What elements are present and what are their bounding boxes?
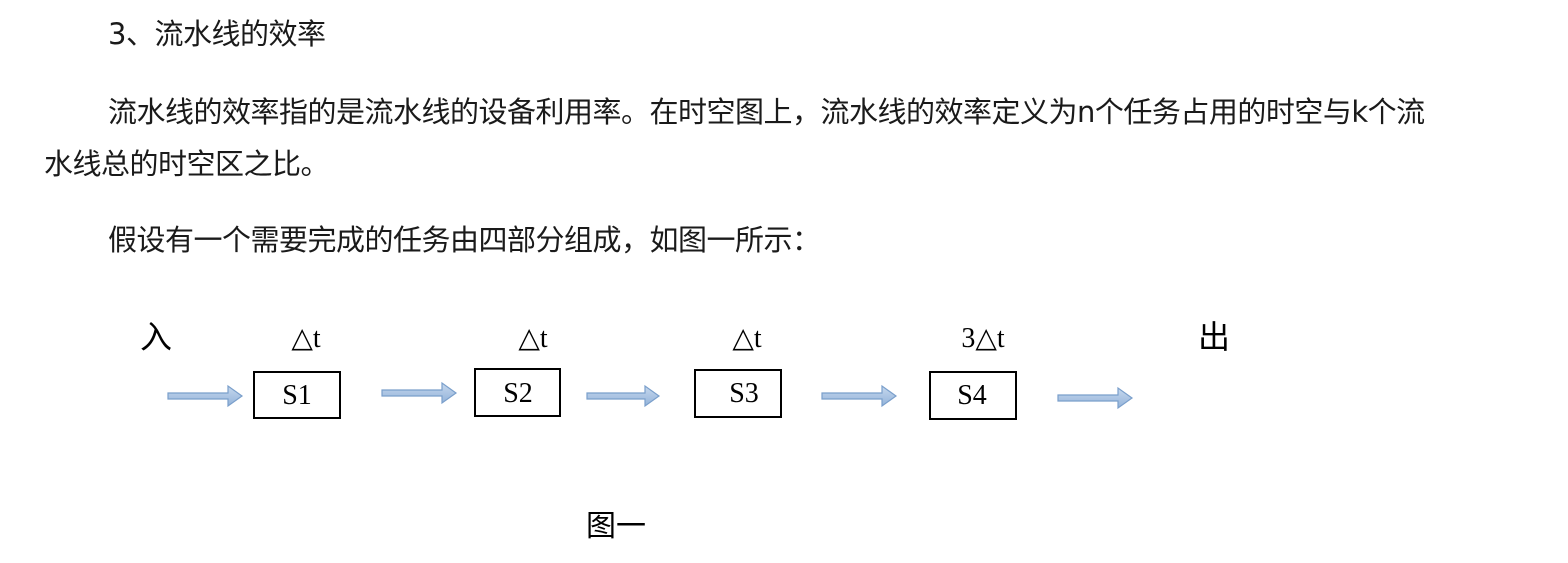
stage-s4-time: 3△t <box>961 323 1005 354</box>
stage-s1-label: S1 <box>282 380 312 411</box>
pipeline-diagram: 入 出 △t S1 △t S2 △t S3 <box>140 318 1230 544</box>
stage-s1-time: △t <box>291 323 321 354</box>
stage-s2-label: S2 <box>503 378 533 409</box>
paragraph-task-intro: 假设有一个需要完成的任务由四部分组成，如图一所示： <box>108 223 821 257</box>
pipeline-arrow-1 <box>381 381 458 405</box>
pipeline-arrow-3 <box>821 384 898 408</box>
stage-s4: 3△t S4 <box>929 323 1017 420</box>
pipeline-arrow-out <box>1057 386 1134 410</box>
paragraph-efficiency-line2: 水线总的时空区之比。 <box>44 147 330 181</box>
stage-s3-time: △t <box>732 323 762 354</box>
stage-s4-box <box>929 371 1017 420</box>
output-label: 出 <box>1198 318 1230 356</box>
stage-s1: △t S1 <box>253 323 341 419</box>
figure-caption: 图一 <box>586 509 646 544</box>
section-heading: 3、流水线的效率 <box>108 17 326 51</box>
pipeline-figure: 入 出 △t S1 △t S2 △t S3 <box>0 300 1568 563</box>
stage-s3-label: S3 <box>729 378 759 409</box>
stage-s4-label: S4 <box>957 380 987 411</box>
stage-s3-box <box>694 369 782 418</box>
pipeline-arrow-2 <box>586 384 661 408</box>
stage-s3: △t S3 <box>694 323 782 418</box>
pipeline-arrow-in <box>167 384 244 408</box>
stage-s2-time: △t <box>518 323 548 354</box>
paragraph-efficiency-line1: 流水线的效率指的是流水线的设备利用率。在时空图上，流水线的效率定义为n个任务占用… <box>108 95 1425 129</box>
stage-s2: △t S2 <box>474 323 561 417</box>
stage-s2-box <box>474 368 561 417</box>
stage-s1-box <box>253 371 341 419</box>
input-label: 入 <box>140 318 172 356</box>
